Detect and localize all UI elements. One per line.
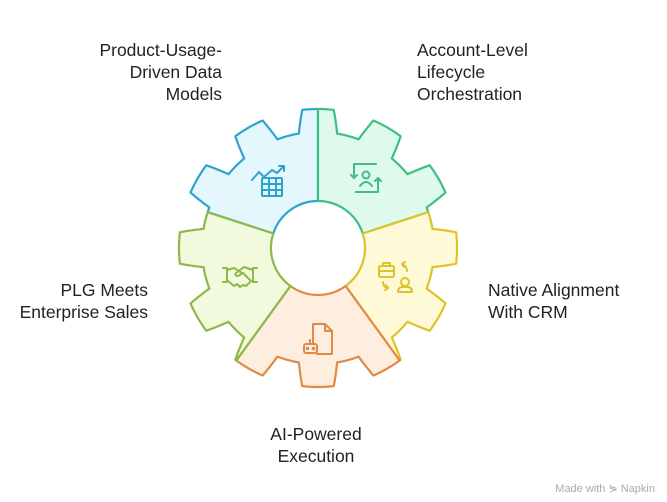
label-line: Native Alignment — [488, 280, 620, 300]
label-plg-meets: PLG Meets Enterprise Sales — [20, 279, 148, 323]
label-line: With CRM — [488, 302, 568, 322]
label-ai-powered: AI-Powered Execution — [236, 423, 396, 467]
robot-document-icon — [303, 323, 333, 355]
briefcase-user-exchange-icon — [378, 261, 413, 293]
gear-segment-product-usage — [189, 107, 320, 235]
label-line: Enterprise Sales — [19, 302, 148, 322]
label-line: PLG Meets — [60, 280, 148, 300]
label-line: Driven Data — [129, 62, 222, 82]
label-native-alignment: Native Alignment With CRM — [488, 279, 619, 323]
gear-segment-account-level — [316, 107, 447, 235]
label-line: Orchestration — [417, 84, 523, 104]
gear-segment-ai-powered — [235, 284, 401, 389]
label-line: Account-Level — [417, 40, 528, 60]
user-cycle-icon — [350, 163, 382, 193]
label-line: Execution — [277, 446, 355, 466]
label-line: AI-Powered — [270, 424, 362, 444]
label-product-usage: Product-Usage- Driven Data Models — [99, 39, 222, 105]
label-account-level: Account-Level Lifecycle Orchestration — [417, 39, 528, 105]
handshake-icon — [222, 266, 258, 288]
napkin-watermark: Made with ⋟ Napkin — [555, 483, 655, 495]
label-line: Lifecycle — [417, 62, 486, 82]
chart-table-icon — [251, 165, 285, 197]
label-line: Product-Usage- — [99, 40, 222, 60]
label-line: Models — [165, 84, 222, 104]
